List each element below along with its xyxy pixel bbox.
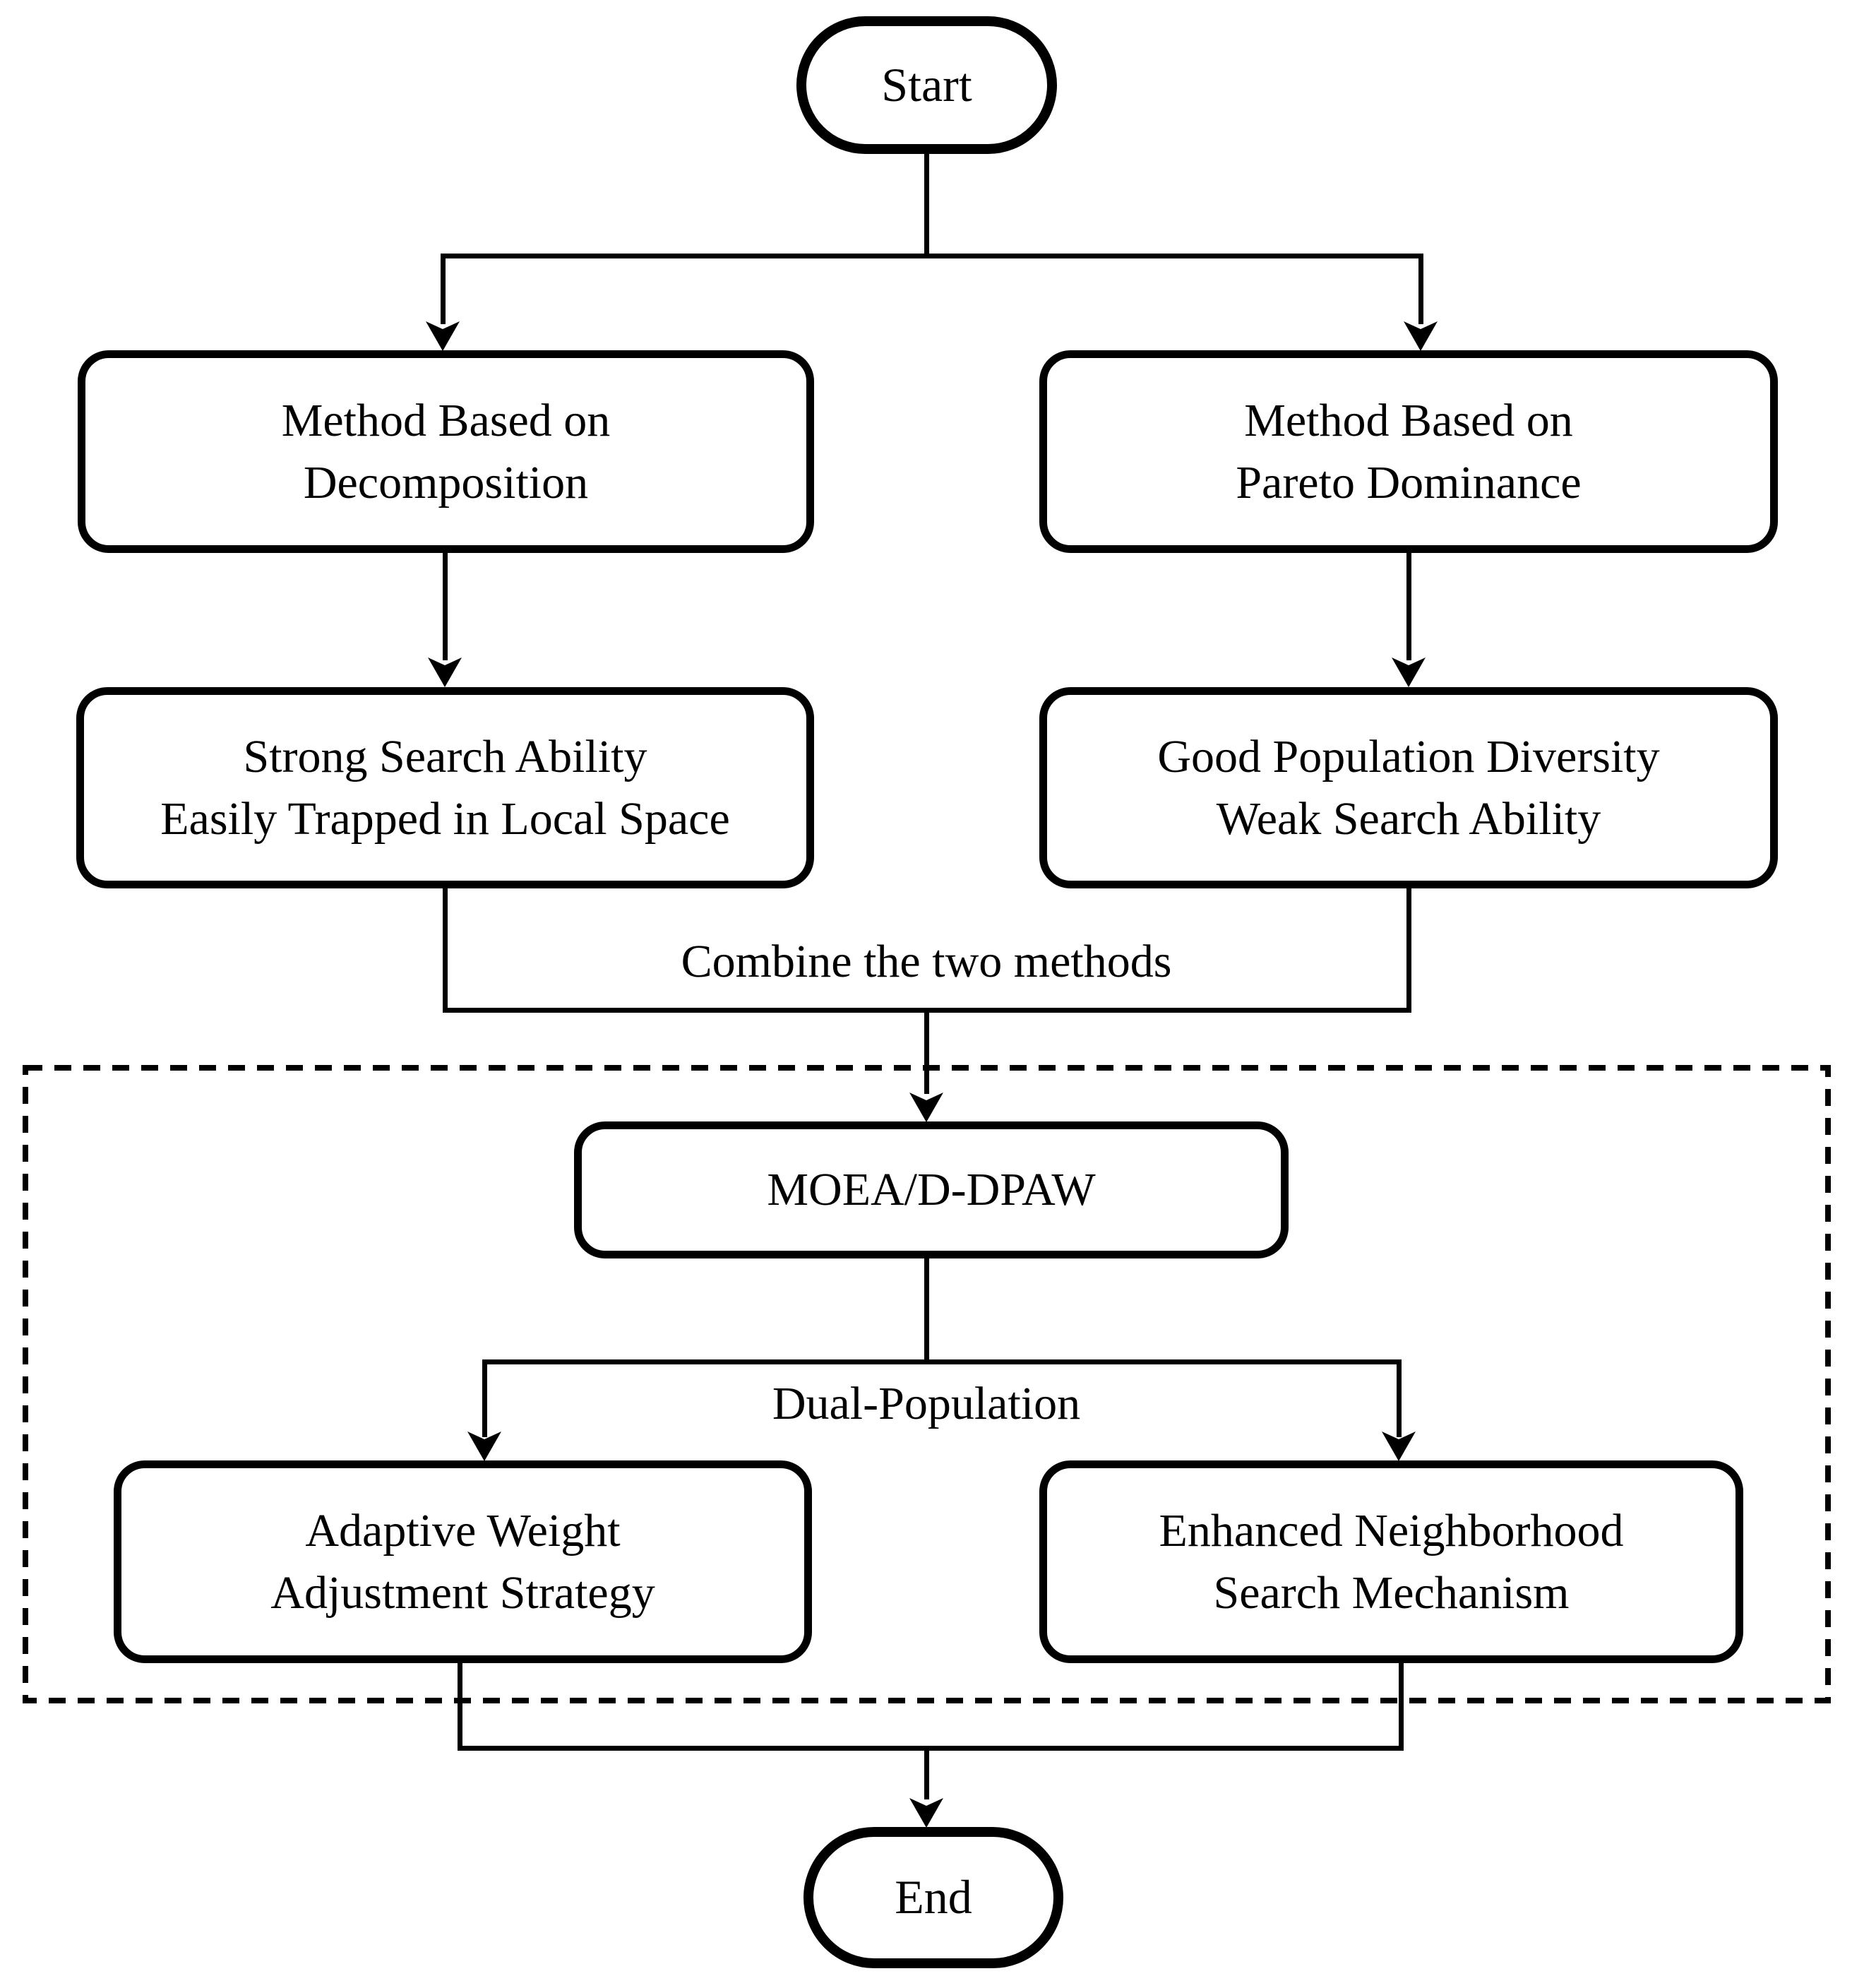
connector-start-down: [924, 150, 929, 256]
connector-dual-drop-right: [1397, 1359, 1402, 1437]
arrowhead-down-icon: [467, 1432, 501, 1461]
connector-into-end: [924, 1746, 929, 1799]
strong-search-traits-node: Strong Search Ability Easily Trapped in …: [76, 687, 814, 888]
arrowhead-down-icon: [909, 1798, 943, 1828]
population-diversity-traits-node: Good Population Diversity Weak Search Ab…: [1039, 687, 1778, 888]
connector-bottom-merge: [458, 1746, 1404, 1751]
node-text-line: Weak Search Ability: [1216, 792, 1601, 845]
combine-edge-label: Combine the two methods: [681, 936, 1172, 987]
connector-into-moead: [924, 1008, 929, 1094]
node-text-line: Method Based on: [281, 395, 611, 447]
arrowhead-down-icon: [909, 1093, 943, 1122]
connector-top-split: [441, 254, 1423, 258]
arrowhead-down-icon: [1392, 657, 1426, 687]
node-text-line: Good Population Diversity: [1157, 731, 1660, 783]
end-label: End: [895, 1870, 972, 1924]
node-text-line: Strong Search Ability: [243, 731, 647, 783]
node-text-line: Decomposition: [303, 456, 589, 508]
decomposition-method-node: Method Based on Decomposition: [78, 350, 814, 553]
connector-out-left: [458, 1661, 462, 1751]
arrowhead-down-icon: [1404, 321, 1438, 351]
node-text-line: Enhanced Neighborhood: [1159, 1505, 1624, 1557]
dual-population-edge-label: Dual-Population: [772, 1378, 1081, 1429]
node-text-line: Method Based on: [1244, 395, 1573, 447]
node-text-line: Adjustment Strategy: [270, 1566, 655, 1619]
connector-moead-down: [924, 1254, 929, 1364]
node-text-line: MOEA/D-DPAW: [767, 1164, 1096, 1216]
connector-out-right: [1399, 1661, 1404, 1751]
connector-dual-split: [482, 1359, 1402, 1364]
moead-dpaw-node: MOEA/D-DPAW: [574, 1121, 1289, 1258]
connector-r1l-r2l: [443, 551, 448, 660]
connector-merge-right: [1406, 886, 1411, 1013]
end-terminal: End: [803, 1827, 1063, 1968]
node-text-line: Pareto Dominance: [1236, 456, 1582, 508]
connector-dual-drop-left: [482, 1359, 487, 1437]
node-text-line: Search Mechanism: [1213, 1566, 1570, 1619]
enhanced-neighborhood-node: Enhanced Neighborhood Search Mechanism: [1039, 1460, 1743, 1663]
connector-merge-left: [443, 886, 448, 1013]
connector-r1r-r2r: [1406, 551, 1411, 660]
adaptive-weight-node: Adaptive Weight Adjustment Strategy: [114, 1460, 812, 1663]
node-text-line: Easily Trapped in Local Space: [160, 792, 730, 845]
arrowhead-down-icon: [426, 321, 460, 351]
pareto-dominance-method-node: Method Based on Pareto Dominance: [1039, 350, 1778, 553]
arrowhead-down-icon: [1382, 1432, 1416, 1461]
arrowhead-down-icon: [428, 657, 462, 687]
connector-drop-right: [1418, 254, 1423, 324]
connector-drop-left: [441, 254, 446, 324]
start-label: Start: [881, 57, 972, 112]
node-text-line: Adaptive Weight: [305, 1505, 621, 1557]
start-terminal: Start: [796, 16, 1057, 154]
